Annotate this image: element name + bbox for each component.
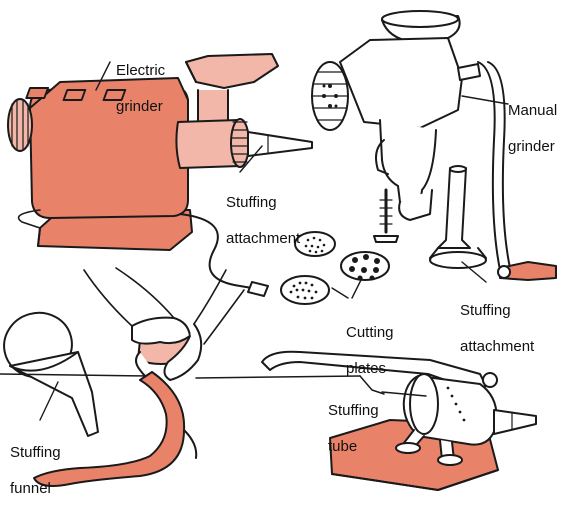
label-line: attachment <box>226 230 300 248</box>
stuffing-funnel <box>0 305 98 436</box>
label-line: plates <box>346 360 394 378</box>
label-stuffing-funnel: Stuffing funnel <box>10 426 61 516</box>
label-line: tube <box>328 438 379 456</box>
label-line: Stuffing <box>226 194 300 212</box>
label-line: grinder <box>508 138 557 156</box>
label-line: Manual <box>508 102 557 120</box>
label-stuffing-tube: Stuffing tube <box>328 384 379 474</box>
label-line: Stuffing <box>10 444 61 462</box>
label-line: attachment <box>460 338 534 356</box>
label-line: Cutting <box>346 324 394 342</box>
label-line: Stuffing <box>460 302 534 320</box>
equipment-diagram: Electric grinder Stuffing attachment Man… <box>0 0 564 504</box>
label-line: Stuffing <box>328 402 379 420</box>
label-manual-grinder: Manual grinder <box>508 84 557 174</box>
label-line: grinder <box>116 98 165 116</box>
label-line: funnel <box>10 480 61 498</box>
label-stuffing-attachment-electric: Stuffing attachment <box>226 176 300 266</box>
stuffing-attachment-manual <box>430 166 486 268</box>
label-line: Electric <box>116 62 165 80</box>
label-electric-grinder: Electric grinder <box>116 44 165 134</box>
label-cutting-plates: Cutting plates <box>346 306 394 396</box>
label-stuffing-attachment-manual: Stuffing attachment <box>460 284 534 374</box>
